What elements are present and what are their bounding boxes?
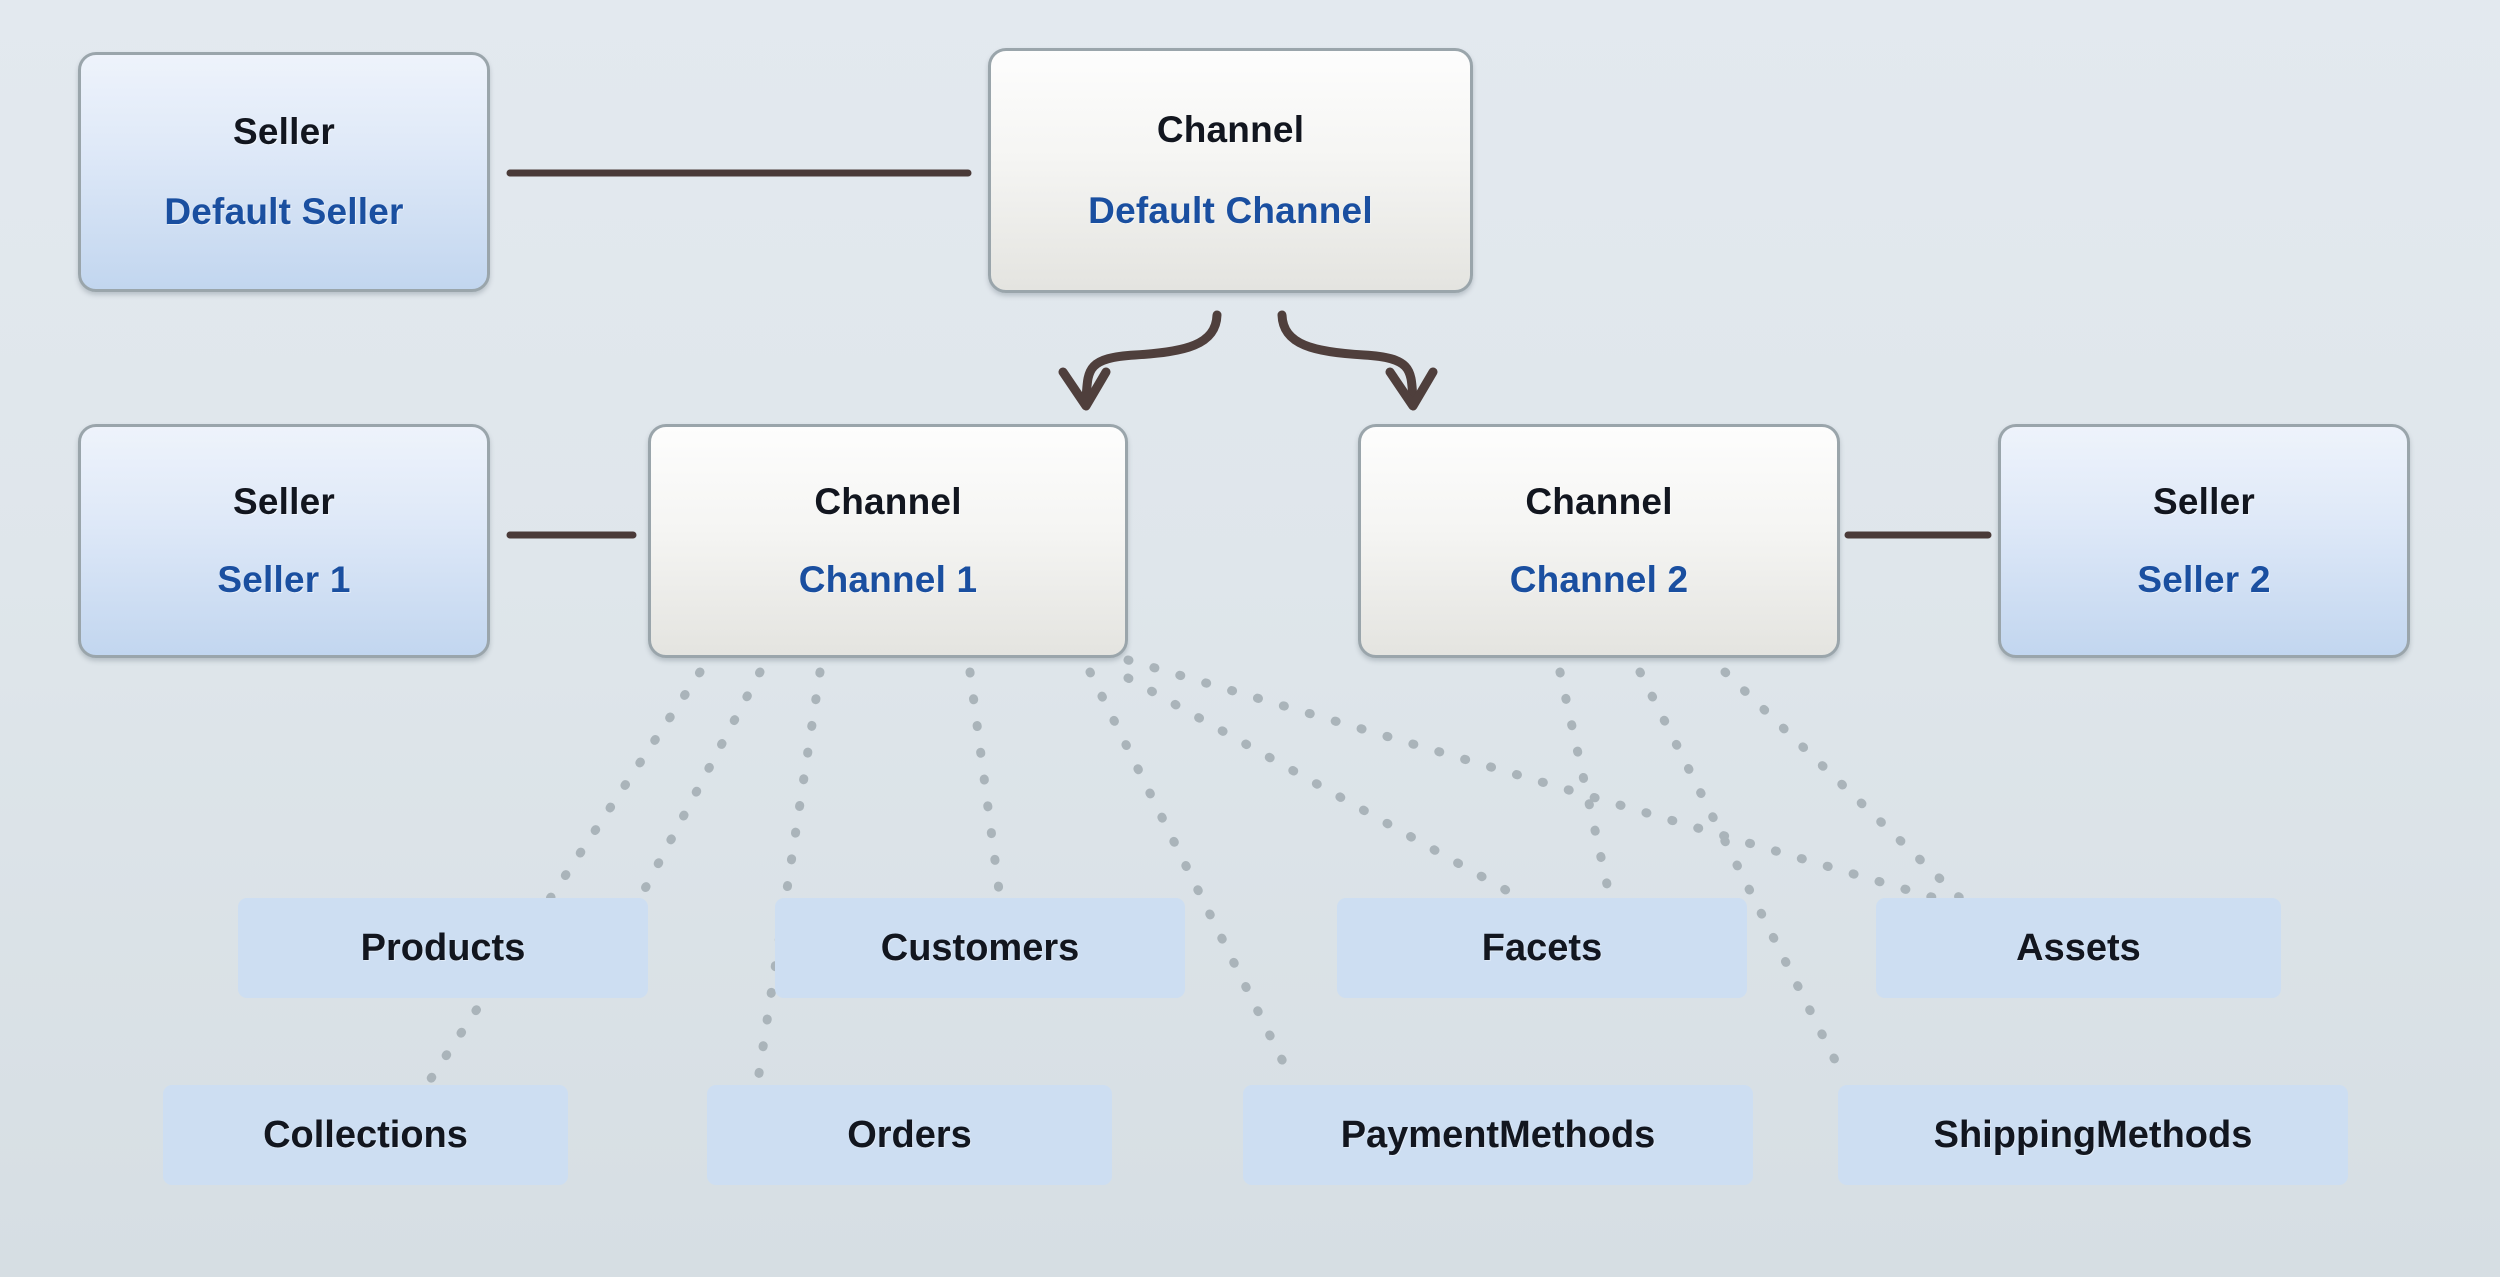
leaf-collections[interactable]: Collections [163, 1085, 568, 1185]
dotted-edges [425, 655, 1965, 1085]
leaf-products[interactable]: Products [238, 898, 648, 998]
dot-channel1-assets [1123, 655, 1940, 903]
leaf-label: Collections [263, 1113, 468, 1156]
node-name-label: Default Channel [1088, 190, 1373, 232]
dot-channel1-products [635, 667, 765, 903]
dot-channel1-collections [425, 667, 705, 1085]
node-type-label: Seller [2153, 481, 2255, 522]
dot-channel1-orders [753, 667, 825, 1085]
leaf-label: ShippingMethods [1933, 1113, 2253, 1156]
node-name-label: Channel 2 [1509, 559, 1689, 600]
node-name-label: Default Seller [164, 191, 404, 232]
leaf-label: Assets [2016, 926, 2141, 969]
leaf-label: Products [360, 926, 526, 969]
node-type-label: Seller [233, 111, 335, 152]
arrow-edges [1058, 310, 1438, 411]
node-name-label: Seller 2 [2137, 559, 2271, 600]
leaf-facets[interactable]: Facets [1337, 898, 1747, 998]
leaf-label: PaymentMethods [1340, 1113, 1656, 1156]
dot-channel1-customers [965, 667, 1005, 903]
dot-channel1-paymentmethods [1085, 667, 1297, 1085]
arrowhead-channel1 [1058, 367, 1111, 411]
node-name-label: Channel 1 [798, 559, 978, 600]
dot-channel2-assets [1720, 667, 1965, 903]
dot-channel2-shippingmethods [1635, 667, 1850, 1085]
node-channel-1[interactable]: Channel Channel 1 [648, 424, 1128, 658]
node-seller-1[interactable]: Seller Seller 1 [78, 424, 490, 658]
leaf-customers[interactable]: Customers [775, 898, 1185, 998]
leaf-label: Customers [880, 926, 1080, 969]
node-seller-2[interactable]: Seller Seller 2 [1998, 424, 2410, 658]
node-name-label: Seller 1 [217, 559, 351, 600]
leaf-label: Orders [847, 1113, 972, 1156]
node-type-label: Channel [814, 481, 962, 522]
node-default-channel[interactable]: Channel Default Channel [988, 48, 1473, 293]
leaf-label: Facets [1481, 926, 1603, 969]
dot-channel2-facets [1555, 667, 1615, 903]
node-type-label: Channel [1525, 481, 1673, 522]
node-channel-2[interactable]: Channel Channel 2 [1358, 424, 1840, 658]
dot-channel1-facets [1123, 673, 1525, 903]
node-type-label: Seller [233, 481, 335, 522]
leaf-payment-methods[interactable]: PaymentMethods [1243, 1085, 1753, 1185]
arrow-default-channel-to-channel2 [1277, 310, 1418, 405]
node-type-label: Channel [1156, 108, 1305, 150]
leaf-assets[interactable]: Assets [1876, 898, 2281, 998]
arrowhead-channel2 [1385, 367, 1438, 411]
leaf-shipping-methods[interactable]: ShippingMethods [1838, 1085, 2348, 1185]
leaf-orders[interactable]: Orders [707, 1085, 1112, 1185]
arrow-default-channel-to-channel1 [1081, 310, 1222, 405]
node-default-seller[interactable]: Seller Default Seller [78, 52, 490, 292]
